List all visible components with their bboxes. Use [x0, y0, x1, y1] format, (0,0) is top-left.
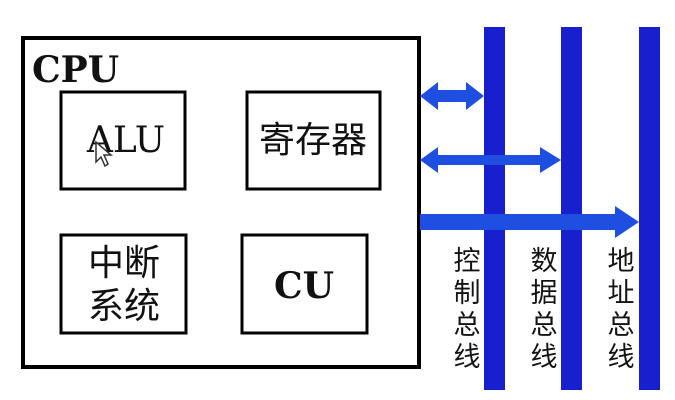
interrupt-label-line2: 系统	[88, 286, 160, 327]
interrupt-system-box	[59, 233, 188, 335]
control-bus-label: 控 制 总 线	[450, 244, 484, 373]
interrupt-label-line1: 中断	[88, 243, 160, 284]
control-bus-char: 总	[454, 310, 481, 341]
data-bus-label: 数 据 总 线	[528, 244, 561, 373]
cu-label: CU	[274, 265, 334, 307]
data-bus-bar	[561, 27, 582, 390]
address-bus-char: 线	[608, 342, 635, 373]
data-bus-char: 据	[531, 278, 558, 309]
cpu-title: CPU	[32, 49, 119, 91]
control-bus-arrow	[420, 82, 484, 110]
control-bus-bar	[484, 27, 505, 390]
address-bus-bar	[639, 27, 660, 390]
data-bus-char: 线	[531, 342, 558, 373]
address-bus-char: 总	[608, 310, 635, 341]
register-box	[245, 90, 382, 191]
cpu-box	[21, 36, 421, 369]
address-bus-arrow	[420, 206, 639, 238]
control-bus-char: 制	[454, 278, 481, 309]
data-bus-char: 总	[531, 310, 558, 341]
address-bus-char: 址	[608, 278, 635, 309]
data-bus-arrow	[420, 147, 561, 173]
address-bus-label: 地 址 总 线	[604, 244, 639, 373]
control-bus-char: 线	[454, 342, 481, 373]
control-bus-char: 控	[454, 246, 481, 277]
address-bus-char: 地	[608, 246, 635, 277]
mouse-cursor-icon	[95, 140, 114, 168]
register-label: 寄存器	[259, 120, 367, 161]
alu-box	[59, 90, 187, 191]
cu-box	[240, 233, 369, 335]
data-bus-char: 数	[531, 246, 558, 277]
